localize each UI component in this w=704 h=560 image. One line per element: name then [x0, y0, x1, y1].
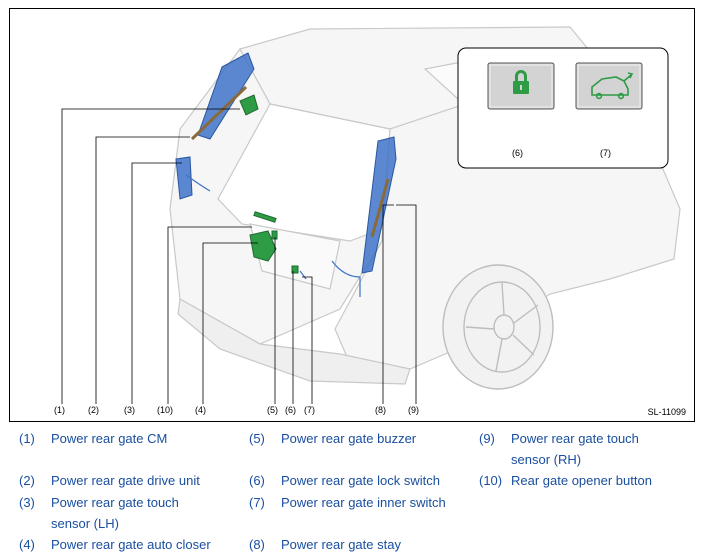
legend-text: Power rear gate buzzer: [281, 431, 417, 446]
inset-callout-7: (7): [600, 148, 611, 158]
legend-text: Power rear gate CM: [51, 431, 168, 446]
legend-text: Power rear gate auto closer: [51, 537, 211, 552]
callout-4: (4): [195, 405, 206, 415]
inset-callout-6: (6): [512, 148, 523, 158]
legend-num: (4): [19, 537, 35, 552]
legend-text: Rear gate opener button: [511, 473, 652, 488]
callout-2: (2): [88, 405, 99, 415]
legend-text: Power rear gate lock switch: [281, 473, 440, 488]
tailgate-icon: [591, 72, 634, 100]
legend-num: (2): [19, 473, 35, 488]
callout-10: (10): [157, 405, 174, 415]
rear-gate-diagram: [61, 26, 681, 404]
figure-frame: (6) (7) (1) (2) (3) (10) (4) (5) (6) (7)…: [9, 8, 695, 422]
touch-sensors: [175, 52, 397, 274]
legend-text: Power rear gate touch sensor (RH): [511, 431, 639, 467]
callout-3: (3): [124, 405, 135, 415]
rear-wheel: [442, 264, 554, 390]
callout-9: (9): [408, 405, 419, 415]
lock-icon: [513, 70, 529, 94]
legend-text: Power rear gate drive unit: [51, 473, 200, 488]
legend-text: Power rear gate inner switch: [281, 495, 446, 510]
figure-id: SL-11099: [647, 407, 686, 417]
legend-num: (7): [249, 495, 265, 510]
callout-7: (7): [304, 405, 315, 415]
legend-num: (8): [249, 537, 265, 552]
legend-text: Power rear gate stay: [281, 537, 401, 552]
legend-num: (9): [479, 431, 495, 446]
drive-unit-strut: [190, 85, 390, 238]
legend-num: (6): [249, 473, 265, 488]
switch-inset: [457, 47, 669, 169]
green-components: [239, 94, 299, 274]
legend-num: (1): [19, 431, 35, 446]
legend-num: (5): [249, 431, 265, 446]
callout-5: (5): [267, 405, 278, 415]
legend-num: (10): [479, 473, 503, 488]
callout-1: (1): [54, 405, 65, 415]
legend-text: Power rear gate touch sensor (LH): [51, 495, 179, 531]
sensor-wiring: [185, 174, 361, 297]
legend: (1) Power rear gate CM (2) Power rear ga…: [0, 428, 704, 560]
legend-num: (3): [19, 495, 35, 510]
inner-switch: [575, 62, 643, 110]
callout-6: (6): [285, 405, 296, 415]
callout-8: (8): [375, 405, 386, 415]
